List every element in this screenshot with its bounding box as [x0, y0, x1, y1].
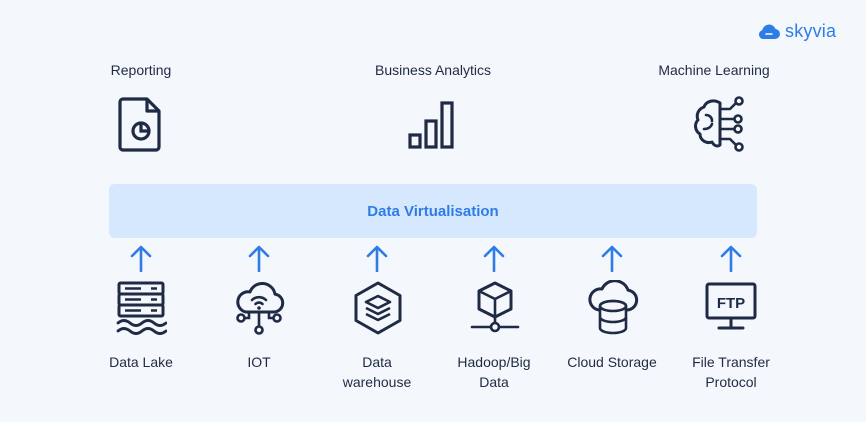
- consumer-label: Business Analytics: [375, 62, 491, 78]
- ftp-icon-text: FTP: [717, 295, 745, 312]
- ftp-monitor-icon: FTP: [705, 282, 757, 330]
- source-label-line1: Data: [362, 354, 392, 370]
- brain-circuit-icon: [694, 96, 744, 152]
- source-label-line1: Hadoop/Big: [457, 354, 531, 370]
- arrow-up-icon: [601, 245, 623, 272]
- source-label-line2: warehouse: [342, 374, 412, 390]
- source-label-line2: Data: [479, 374, 509, 390]
- source-label-line1: Data Lake: [109, 354, 173, 370]
- cloud-storage-icon: [588, 280, 639, 335]
- report-document-icon: [118, 97, 161, 152]
- consumer-machine-learning: Machine Learning: [634, 62, 794, 78]
- virtualisation-label: Data Virtualisation: [367, 202, 499, 220]
- arrow-up-icon: [248, 245, 270, 272]
- arrow-up-icon: [366, 245, 388, 272]
- consumer-reporting: Reporting: [61, 62, 221, 78]
- data-warehouse-layers-icon: [354, 281, 402, 335]
- source-iot: IOT: [199, 352, 319, 372]
- source-label-line2: Protocol: [705, 374, 757, 390]
- hadoop-cube-icon: [470, 281, 520, 333]
- consumer-label: Reporting: [110, 62, 172, 78]
- source-label-line1: File Transfer: [692, 354, 770, 370]
- data-virtualisation-layer: Data Virtualisation: [109, 184, 757, 238]
- source-label-line1: IOT: [247, 354, 271, 370]
- source-label-line1: Cloud Storage: [567, 354, 657, 370]
- source-hadoop-big-data: Hadoop/Big Data: [434, 352, 554, 392]
- arrow-up-icon: [130, 245, 152, 272]
- source-file-transfer-protocol: File Transfer Protocol: [671, 352, 791, 392]
- logo-text: skyvia: [785, 21, 837, 41]
- skyvia-logo: skyvia: [757, 21, 836, 42]
- bar-chart-icon: [408, 101, 454, 149]
- consumer-business-analytics: Business Analytics: [353, 62, 513, 78]
- source-data-warehouse: Data warehouse: [317, 352, 437, 392]
- arrow-up-icon: [483, 245, 505, 272]
- iot-cloud-icon: [236, 281, 285, 335]
- source-data-lake: Data Lake: [81, 352, 201, 372]
- cloud-logo-icon: [758, 24, 780, 39]
- consumer-label: Machine Learning: [658, 62, 770, 78]
- arrow-up-icon: [720, 245, 742, 272]
- source-cloud-storage: Cloud Storage: [552, 352, 672, 372]
- data-lake-server-icon: [116, 281, 167, 335]
